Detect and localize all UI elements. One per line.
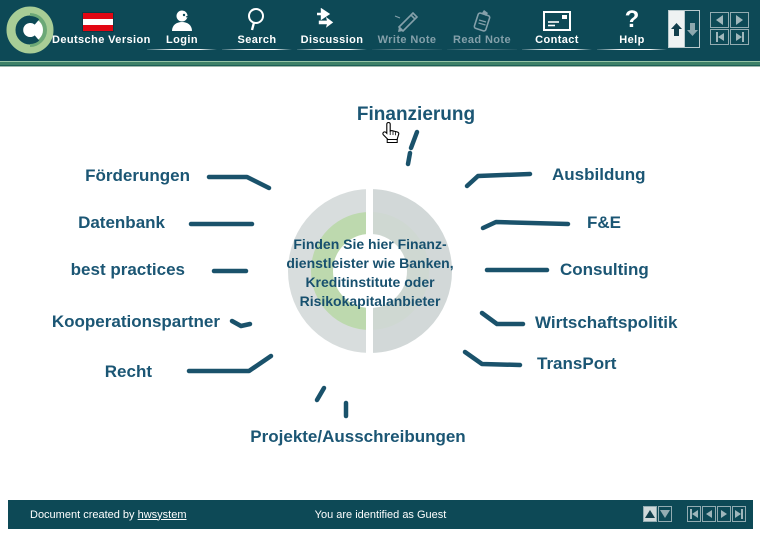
page-right-button[interactable] [730, 12, 749, 28]
nav-label: Write Note [377, 34, 437, 46]
nav-write-note: Write Note [361, 6, 453, 50]
scroll-down-button[interactable] [684, 11, 699, 47]
nav-underline [522, 49, 592, 50]
connector-foerderungen [206, 174, 272, 191]
footer-bar: Document created by hwsystem You are ide… [8, 500, 753, 529]
topic-best-practices[interactable]: best practices [70, 260, 185, 279]
page-first-button[interactable] [710, 29, 729, 45]
connector-ausbildung [464, 171, 533, 189]
footer-last-page-button[interactable] [732, 506, 746, 522]
footer-scroll-up-button[interactable] [643, 506, 657, 522]
connector-finanzierung-1 [408, 129, 420, 151]
nav-help[interactable]: ? Help [586, 6, 678, 50]
scroll-updown-control [668, 10, 700, 48]
nav-label: Search [237, 34, 277, 46]
connector-fe [480, 219, 571, 231]
page-last-button[interactable] [730, 29, 749, 45]
hand-cursor-icon [381, 121, 402, 148]
header-bar: Deutsche Version Login [0, 0, 760, 60]
nav-underline [597, 49, 667, 50]
help-question-icon: ? [624, 6, 640, 33]
center-line: Kreditinstitute oder [305, 274, 435, 290]
center-description: Finden Sie hier Finanz- dienstleister wi… [255, 235, 485, 311]
nav-login[interactable]: Login [136, 6, 228, 50]
discussion-arrows-icon [286, 6, 378, 32]
center-line: dienstleister wie Banken, [286, 255, 454, 271]
nav-discussion[interactable]: Discussion [286, 6, 378, 50]
app-logo-icon[interactable] [5, 4, 55, 61]
footer-scroll-control [643, 506, 673, 522]
header-accent-band [0, 60, 760, 67]
footer-scroll-down-button[interactable] [658, 506, 672, 522]
topic-transport[interactable]: TransPort [537, 354, 617, 373]
created-by-prefix: Document created by [30, 508, 138, 521]
search-icon [211, 6, 303, 32]
topic-datenbank[interactable]: Datenbank [78, 213, 165, 232]
page-nav-grid [710, 12, 750, 46]
scroll-up-button[interactable] [669, 11, 684, 47]
center-line: Risikokapitalanbieter [299, 293, 441, 309]
hwsystem-link[interactable]: hwsystem [137, 508, 187, 521]
nav-underline [447, 49, 517, 50]
topic-consulting[interactable]: Consulting [560, 260, 649, 279]
nav-read-note: Read Note [436, 6, 528, 50]
nav-underline [147, 49, 217, 50]
topic-wirtschaftspolitik[interactable]: Wirtschaftspolitik [535, 313, 678, 332]
watermark-logo-icon [266, 167, 474, 380]
topic-finanzierung[interactable]: Finanzierung [356, 104, 476, 125]
contact-envelope-icon [511, 6, 603, 32]
nav-search[interactable]: Search [211, 6, 303, 50]
topic-recht[interactable]: Recht [104, 362, 152, 381]
austria-flag-icon [52, 6, 144, 32]
footer-page-nav [687, 506, 747, 522]
nav-underline [297, 49, 367, 50]
nav-label: Help [619, 34, 645, 46]
connector-projekte-1 [314, 385, 327, 403]
footer-next-page-button[interactable] [717, 506, 731, 522]
connector-finanzierung-2 [405, 150, 413, 167]
topic-ausbildung[interactable]: Ausbildung [552, 165, 646, 184]
topic-foerderungen[interactable]: Förderungen [85, 166, 190, 185]
nav-contact[interactable]: Contact [511, 6, 603, 50]
footer-prev-page-button[interactable] [702, 506, 716, 522]
write-note-pencil-icon [361, 6, 453, 32]
nav-label: Login [166, 34, 198, 46]
login-person-icon [136, 6, 228, 32]
created-by-text: Document created by hwsystem [30, 509, 187, 521]
read-note-icon [436, 6, 528, 32]
connector-wirtschaftspolitik [479, 310, 526, 327]
nav-label: Discussion [300, 34, 364, 46]
center-line: Finden Sie hier Finanz- [293, 236, 447, 252]
topic-kooperationspartner[interactable]: Kooperationspartner [51, 312, 220, 331]
nav-label: Read Note [453, 34, 511, 46]
nav-label: Deutsche Version [52, 34, 151, 46]
nav-underline [222, 49, 292, 50]
nav-label: Contact [535, 34, 579, 46]
identity-status-text: You are identified as Guest [314, 508, 447, 521]
page-left-button[interactable] [710, 12, 729, 28]
nav-underline [372, 49, 442, 50]
topic-fe[interactable]: F&E [587, 213, 621, 232]
footer-first-page-button[interactable] [687, 506, 701, 522]
nav-deutsche-version[interactable]: Deutsche Version [52, 6, 151, 46]
connector-kooperationspartner [229, 318, 253, 329]
connector-recht [186, 353, 274, 374]
topic-projekte-ausschreibungen[interactable]: Projekte/Ausschreibungen [250, 427, 466, 446]
